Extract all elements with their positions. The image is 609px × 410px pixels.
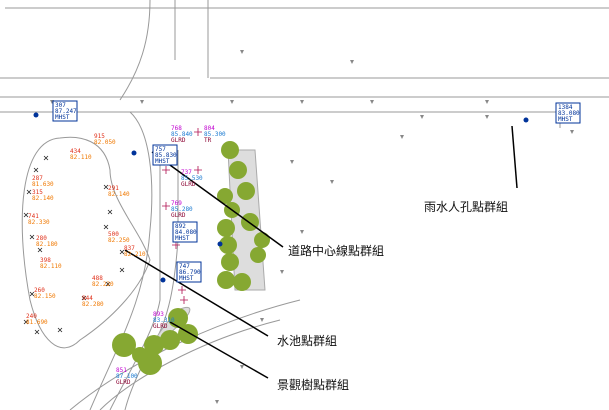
tree-point-elevation: 85.530 <box>181 175 203 182</box>
manhole-elevation: 84.080 <box>175 229 197 236</box>
point-id: 915 <box>94 133 105 140</box>
point-elevation: 82.140 <box>32 195 54 202</box>
manhole-label-box <box>555 102 581 124</box>
point-id: 434 <box>70 148 81 155</box>
callout-manhole-group: 雨水人孔點群組 <box>424 200 509 214</box>
manhole-id: 757 <box>155 146 166 153</box>
tree-point-elevation: 85.840 <box>171 131 193 138</box>
point-elevation: 82.050 <box>94 139 116 146</box>
point-id: 398 <box>40 257 51 264</box>
manhole-symbols <box>33 112 529 283</box>
landscape-trees <box>112 141 270 375</box>
manhole-id: 747 <box>179 263 190 270</box>
callout-road-centerline-group: 道路中心線點群組 <box>288 244 385 258</box>
point-elevation: 82.330 <box>28 219 50 226</box>
point-elevation: 82.140 <box>108 191 130 198</box>
point-elevation: 81.630 <box>32 181 54 188</box>
manhole-code: MHST <box>175 235 190 242</box>
point-elevation: 82.110 <box>40 263 62 270</box>
callout-pond-group: 水池點群組 <box>277 334 338 348</box>
point-elevation: 82.110 <box>70 154 92 161</box>
manhole-label-box <box>152 144 178 166</box>
tree-point-code: GLRD <box>116 379 131 386</box>
tree-point-elevation: 85.280 <box>171 206 193 213</box>
tree-point-code: GLRD <box>181 181 196 188</box>
manhole-elevation: 83.080 <box>558 110 580 117</box>
point-elevation: 82.250 <box>108 237 130 244</box>
tree-point-code: GLRD <box>153 323 168 330</box>
tree-point-id: 769 <box>171 200 182 207</box>
point-id: 741 <box>28 213 39 220</box>
manhole-id: 892 <box>175 223 186 230</box>
point-elevation: 82.180 <box>36 241 58 248</box>
tree-point-elevation: 87.100 <box>116 373 138 380</box>
manhole-code: MHST <box>155 158 170 165</box>
tree-point-id: 737 <box>181 169 192 176</box>
point-elevation: 82.150 <box>34 293 56 300</box>
point-id: 260 <box>34 287 45 294</box>
manhole-code: MHST <box>179 275 194 282</box>
tree-point-elevation: 85.300 <box>204 131 226 138</box>
manhole-elevation: 86.790 <box>179 269 201 276</box>
manhole-label-box <box>52 100 78 122</box>
tree-point-code: GLRD <box>171 137 186 144</box>
leader-lines <box>124 125 518 379</box>
tree-point-id: 893 <box>153 311 164 318</box>
manhole-id: 307 <box>55 102 66 109</box>
manhole-code: MHST <box>55 114 70 121</box>
point-id: 488 <box>92 275 103 282</box>
point-elevation: 82.280 <box>82 301 104 308</box>
point-elevation: 81.690 <box>26 319 48 326</box>
point-elevation: 82.210 <box>124 251 146 258</box>
manhole-id: 1384 <box>558 104 573 111</box>
point-id: 944 <box>82 295 93 302</box>
point-id: 837 <box>124 245 135 252</box>
tree-point-id: 804 <box>204 125 215 132</box>
callout-landscape-tree-group: 景觀樹點群組 <box>277 378 350 392</box>
tree-point-elevation: 83.310 <box>153 317 175 324</box>
tree-point-code: GLRD <box>171 212 186 219</box>
point-id: 240 <box>26 313 37 320</box>
tree-plus-marks <box>162 128 202 304</box>
manhole-elevation: 85.830 <box>155 152 177 159</box>
point-elevation: 82.220 <box>92 281 114 288</box>
manhole-code: MHST <box>558 116 573 123</box>
survey-x-marks <box>23 155 125 335</box>
tree-point-id: 851 <box>116 367 127 374</box>
manhole-label-box <box>176 261 202 283</box>
manhole-label-box <box>172 221 198 243</box>
elevation-markers <box>50 50 574 404</box>
manhole-elevation: 87.247 <box>55 108 77 115</box>
point-id: 500 <box>108 231 119 238</box>
point-id: 287 <box>32 175 43 182</box>
tree-point-code: TR <box>204 137 212 144</box>
point-id: 280 <box>36 235 47 242</box>
point-id: 315 <box>32 189 43 196</box>
point-id: 291 <box>108 185 119 192</box>
tree-point-id: 768 <box>171 125 182 132</box>
